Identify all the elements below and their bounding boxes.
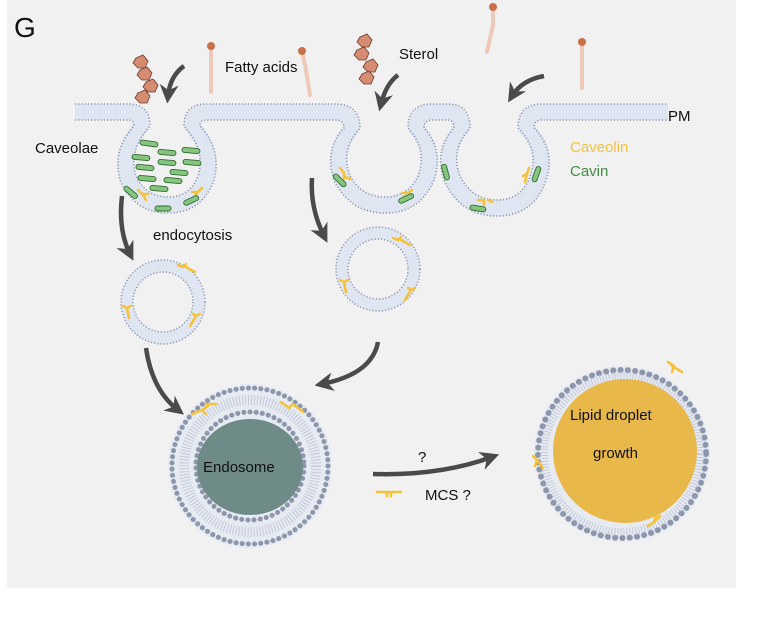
arrow-pm-uptake-right [507,73,545,103]
sterol-label: Sterol [399,46,438,63]
arrow-sterol-uptake [374,73,400,112]
caveolin-cavin-middle-invagination [332,166,415,204]
endosome-label: Endosome [203,459,275,476]
legend-cavin: Cavin [570,163,608,180]
legend-caveolin: Caveolin [570,139,628,156]
caveolae-label: Caveolae [35,140,98,157]
transfer-question-mark: ? [418,449,426,466]
lipid-droplet-label-line1: Lipid droplet [570,407,653,424]
vesicle-right [335,226,421,312]
lipid-droplet-core [553,379,697,523]
lipid-droplet-label-line2: growth [593,445,638,462]
cavin-coat [131,139,202,193]
flow-arrows [116,64,545,477]
arrow-vesicle-to-endosome-left [143,347,184,415]
sterol-molecule-right [353,33,379,85]
arrow-endosome-to-lipid-droplet [372,452,500,477]
arrow-invagination-to-vesicle [309,177,328,243]
panel-label: G [14,12,36,43]
fatty-acid-molecules [207,3,586,97]
arrow-fatty-acid-uptake [159,64,186,104]
vesicle-left [120,259,206,345]
caveolin-cavin-right-invagination [441,163,542,213]
fatty-acids-label: Fatty acids [225,59,298,76]
caveolin-cavin-left-caveola [123,185,204,212]
endocytosis-label: endocytosis [153,227,232,244]
lipid-droplet [531,360,710,542]
endosome-core [197,419,303,515]
arrow-vesicle-to-endosome-right [314,341,381,392]
mcs-caveolin-icon [375,490,403,498]
pm-label: PM [668,108,691,125]
sterol-molecule-left [132,54,159,104]
arrow-caveolae-endocytosis [116,195,134,261]
mcs-label: MCS ? [425,487,471,504]
endosome [168,384,332,548]
plasma-membrane [75,103,668,217]
